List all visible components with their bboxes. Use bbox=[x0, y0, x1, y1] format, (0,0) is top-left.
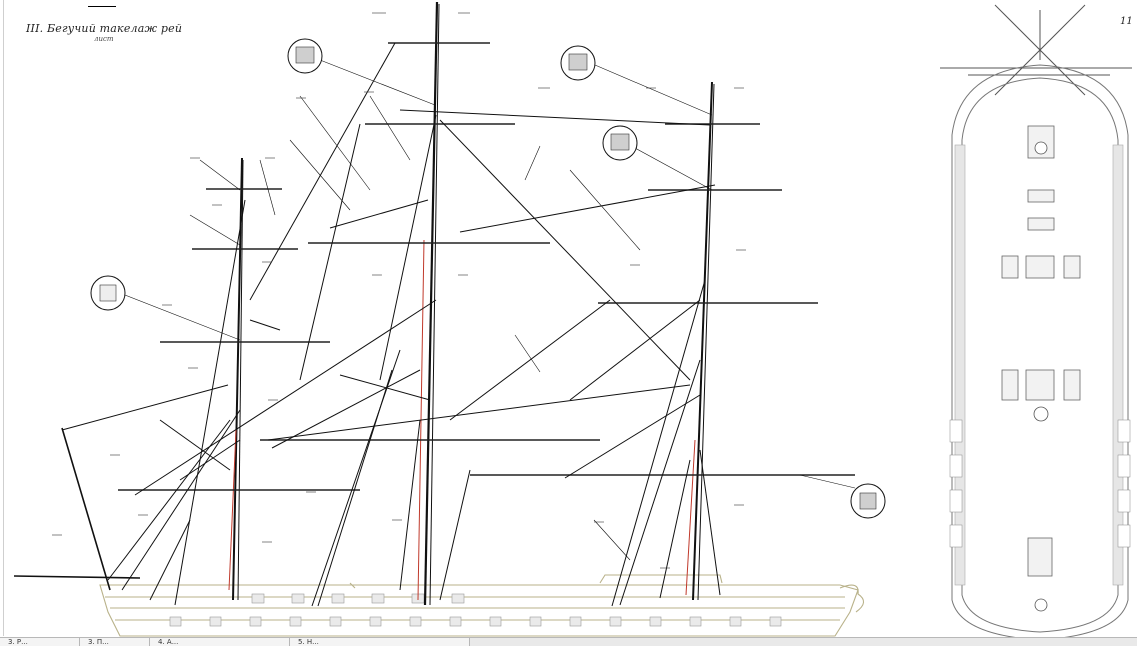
tab-4[interactable]: 5. Н... bbox=[290, 638, 470, 646]
gun-carriages bbox=[949, 419, 1131, 548]
block-detail-4 bbox=[90, 275, 126, 311]
hull bbox=[99, 574, 865, 637]
page-border bbox=[3, 0, 4, 636]
block-detail-1 bbox=[287, 38, 323, 74]
rigging-side-elevation bbox=[13, 1, 886, 637]
yards bbox=[118, 42, 855, 491]
sheet-title: III. Бегучий такелаж рей bbox=[26, 22, 183, 35]
sheet-tab-strip: 3. Р... 3. П... 4. А... 5. Н... bbox=[0, 637, 1137, 646]
deck-outline bbox=[951, 64, 1129, 640]
yards-plan bbox=[940, 4, 1132, 96]
detail-callouts bbox=[90, 38, 886, 519]
top-rule bbox=[88, 6, 116, 7]
sheet-subtitle: лист bbox=[94, 35, 114, 43]
block-detail-2 bbox=[560, 45, 596, 81]
bowsprit bbox=[13, 427, 141, 591]
reference-ticks bbox=[52, 12, 746, 569]
tab-3[interactable]: 4. А... bbox=[150, 638, 290, 646]
callout-leaders bbox=[124, 59, 856, 561]
block-detail-3 bbox=[602, 125, 638, 161]
sheet-number: 11 bbox=[1120, 16, 1133, 27]
block-detail-5 bbox=[850, 483, 886, 519]
running-rigging bbox=[61, 42, 721, 607]
tab-2[interactable]: 3. П... bbox=[80, 638, 150, 646]
gunports bbox=[169, 593, 782, 627]
deck-hatches bbox=[1001, 125, 1081, 577]
tab-1[interactable]: 3. Р... bbox=[0, 638, 80, 646]
side-rails bbox=[954, 144, 1124, 586]
capstans bbox=[1033, 141, 1049, 612]
